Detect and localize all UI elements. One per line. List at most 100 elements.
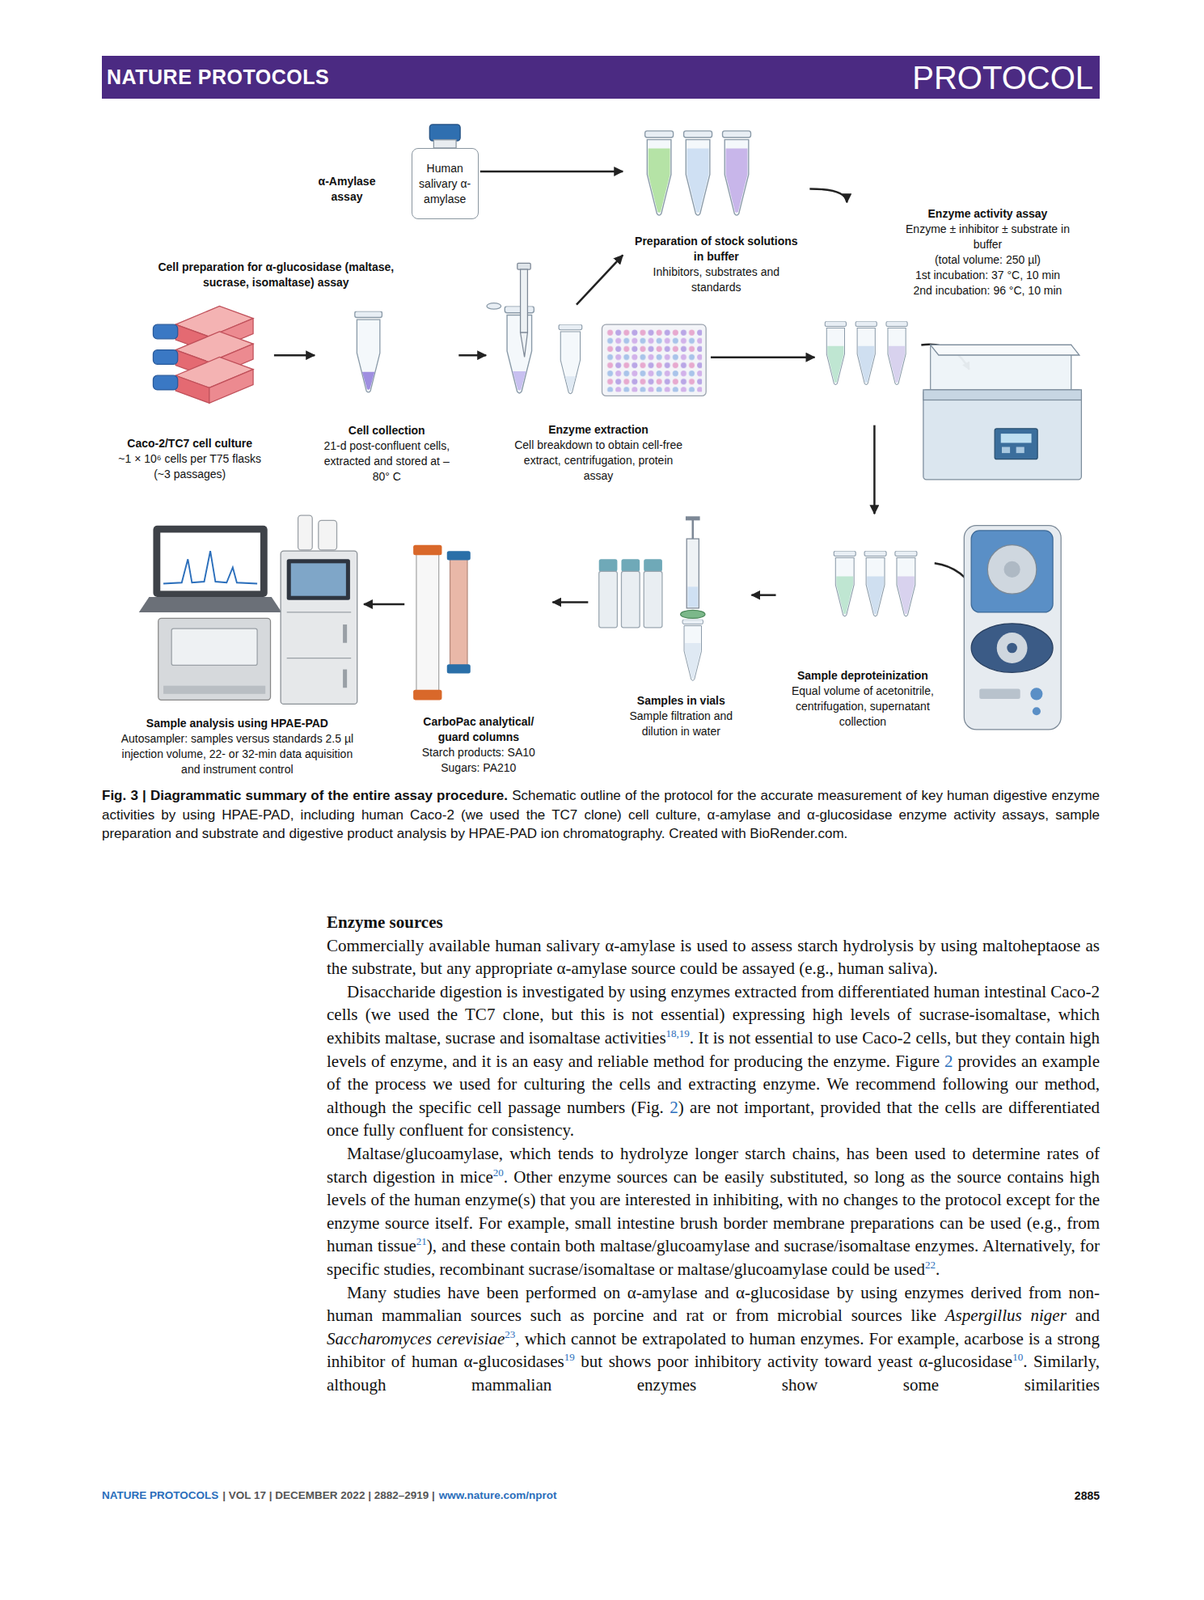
step-text: Enzyme ± inhibitor ± substrate in buffer [891,221,1086,253]
illustration-rect [643,558,663,571]
illustration-line [287,611,351,613]
illustration-rect [599,570,618,627]
body-text-run: and [1066,1305,1100,1325]
illustration-use [504,305,534,393]
illustration-rect [599,558,618,571]
illustration-rect [163,685,266,694]
illustration-polyline [163,550,258,583]
illustration-use [684,130,713,216]
step-text: ~1 × 10⁶ cells per T75 flasks [111,451,269,467]
flow-arrow [710,355,816,359]
illustration-rect [280,550,358,704]
illustration-rect [152,525,267,597]
section-label: Cell preparation for α-glucosidase (malt… [151,259,402,291]
step-heading: Preparation of stock solutions in buffer [632,233,800,265]
step-text: Human salivary α-amylase [414,160,475,208]
figure-link: 2 [944,1051,954,1071]
illustration-polygon [139,596,283,613]
step-text: Starch products: SA10 [408,744,550,761]
illustration-rect [621,558,640,571]
step-heading: CarboPac analytical/ guard columns [408,713,550,745]
footer-volume: | VOL 17 | DECEMBER 2022 | 2882–2919 | [222,1487,436,1503]
reference-number: 19 [564,1350,575,1363]
journal-name: NATURE PROTOCOLS [106,64,330,89]
illustration-rect [1016,447,1025,454]
step-label: Enzyme activity assayEnzyme ± inhibitor … [815,203,1097,423]
step-text: 1st incubation: 37 °C, 10 min [891,267,1086,284]
reference-number: 22 [925,1258,936,1271]
step-text: Sugars: PA210 [408,760,550,776]
illustration-polygon [930,344,1080,355]
illustration-use [558,324,583,394]
step-label: Preparation of stock solutions in buffer… [624,124,808,299]
paragraph: Disaccharide digestion is investigated b… [326,980,1100,1142]
illustration-rect [602,324,707,396]
illustration-circle [1006,642,1018,654]
flow-arrow [809,188,847,203]
step-heading: Samples in vials [612,692,750,709]
page-number: 2885 [1074,1487,1100,1503]
illustration-rect [171,628,258,665]
illustration-rect [298,515,313,550]
illustration-polygon [520,332,529,357]
illustration-rect [158,617,271,700]
illustration-rect [152,375,178,390]
step-heading: Sample deproteinization [779,667,947,684]
step-text: (~3 passages) [111,466,269,482]
step-text: (total volume: 250 µl) [891,252,1086,268]
reference-number: 20 [493,1165,504,1179]
illustration-rect [1001,433,1032,443]
section-heading: Enzyme sources [326,912,444,932]
illustration-rect [685,515,701,520]
illustration-rect [923,389,1082,401]
illustration-rect [291,562,347,596]
illustration-ellipse [971,623,1053,673]
paragraph: Many studies have been performed on α-am… [326,1280,1100,1397]
step-text: Inhibitors, substrates and standards [632,264,800,296]
illustration-rect [1001,447,1010,454]
illustration-use [886,321,908,385]
illustration-rect [447,663,471,673]
illustration-rect [152,350,178,365]
body-text-run: . [935,1258,940,1279]
illustration-use [824,321,846,385]
illustration-use [855,321,877,385]
flow-arrow [873,425,876,515]
illustration-g [599,558,663,628]
illustration-rect [643,570,663,627]
step-text: 2nd incubation: 96 °C, 10 min [891,283,1086,299]
footer-journal: NATURE PROTOCOLS [101,1487,219,1503]
flow-arrow [552,600,588,604]
step-text: Autosampler: samples versus standards 2.… [118,730,356,778]
step-text: Cell breakdown to obtain cell-free extra… [513,437,685,484]
illustration-rect [447,550,471,560]
flow-arrow [576,254,623,305]
body-text: Enzyme sourcesCommercially available hum… [326,910,1100,1396]
flow-arrow [480,170,623,174]
figure-caption: Fig. 3 | Diagrammatic summary of the ent… [101,785,1100,844]
step-text: 21-d post-confluent cells, extracted and… [318,438,456,485]
step-label: Sample deproteinizationEqual volume of a… [777,515,1069,732]
body-text-run: Commercially available human salivary α-… [326,935,1100,979]
footer-url: www.nature.com/nprot [439,1487,558,1503]
illustration-rect [152,324,178,339]
illustration-ellipse [680,609,706,618]
illustration-rect [429,124,461,141]
illustration-use [833,550,856,617]
step-heading: Sample analysis using HPAE-PAD [118,715,356,731]
step-text: Equal volume of acetonitrile, centrifuga… [779,683,947,730]
bottle-label: Human salivary α-amylase [411,147,479,220]
illustration-rect [923,389,1082,480]
illustration-rect [318,519,338,550]
illustration-use [682,619,703,681]
illustration-rect [994,428,1038,460]
illustration-rect [686,538,699,609]
illustration-rect [606,328,703,392]
illustration-use [864,550,887,617]
paragraph: Enzyme sources [326,910,1100,934]
step-label: Sample analysis using HPAE-PADAutosample… [112,510,363,780]
paragraph: Commercially available human salivary α-… [326,933,1100,981]
figure-title: Fig. 3 | Diagrammatic summary of the ent… [101,787,508,803]
illustration-use [722,130,752,216]
